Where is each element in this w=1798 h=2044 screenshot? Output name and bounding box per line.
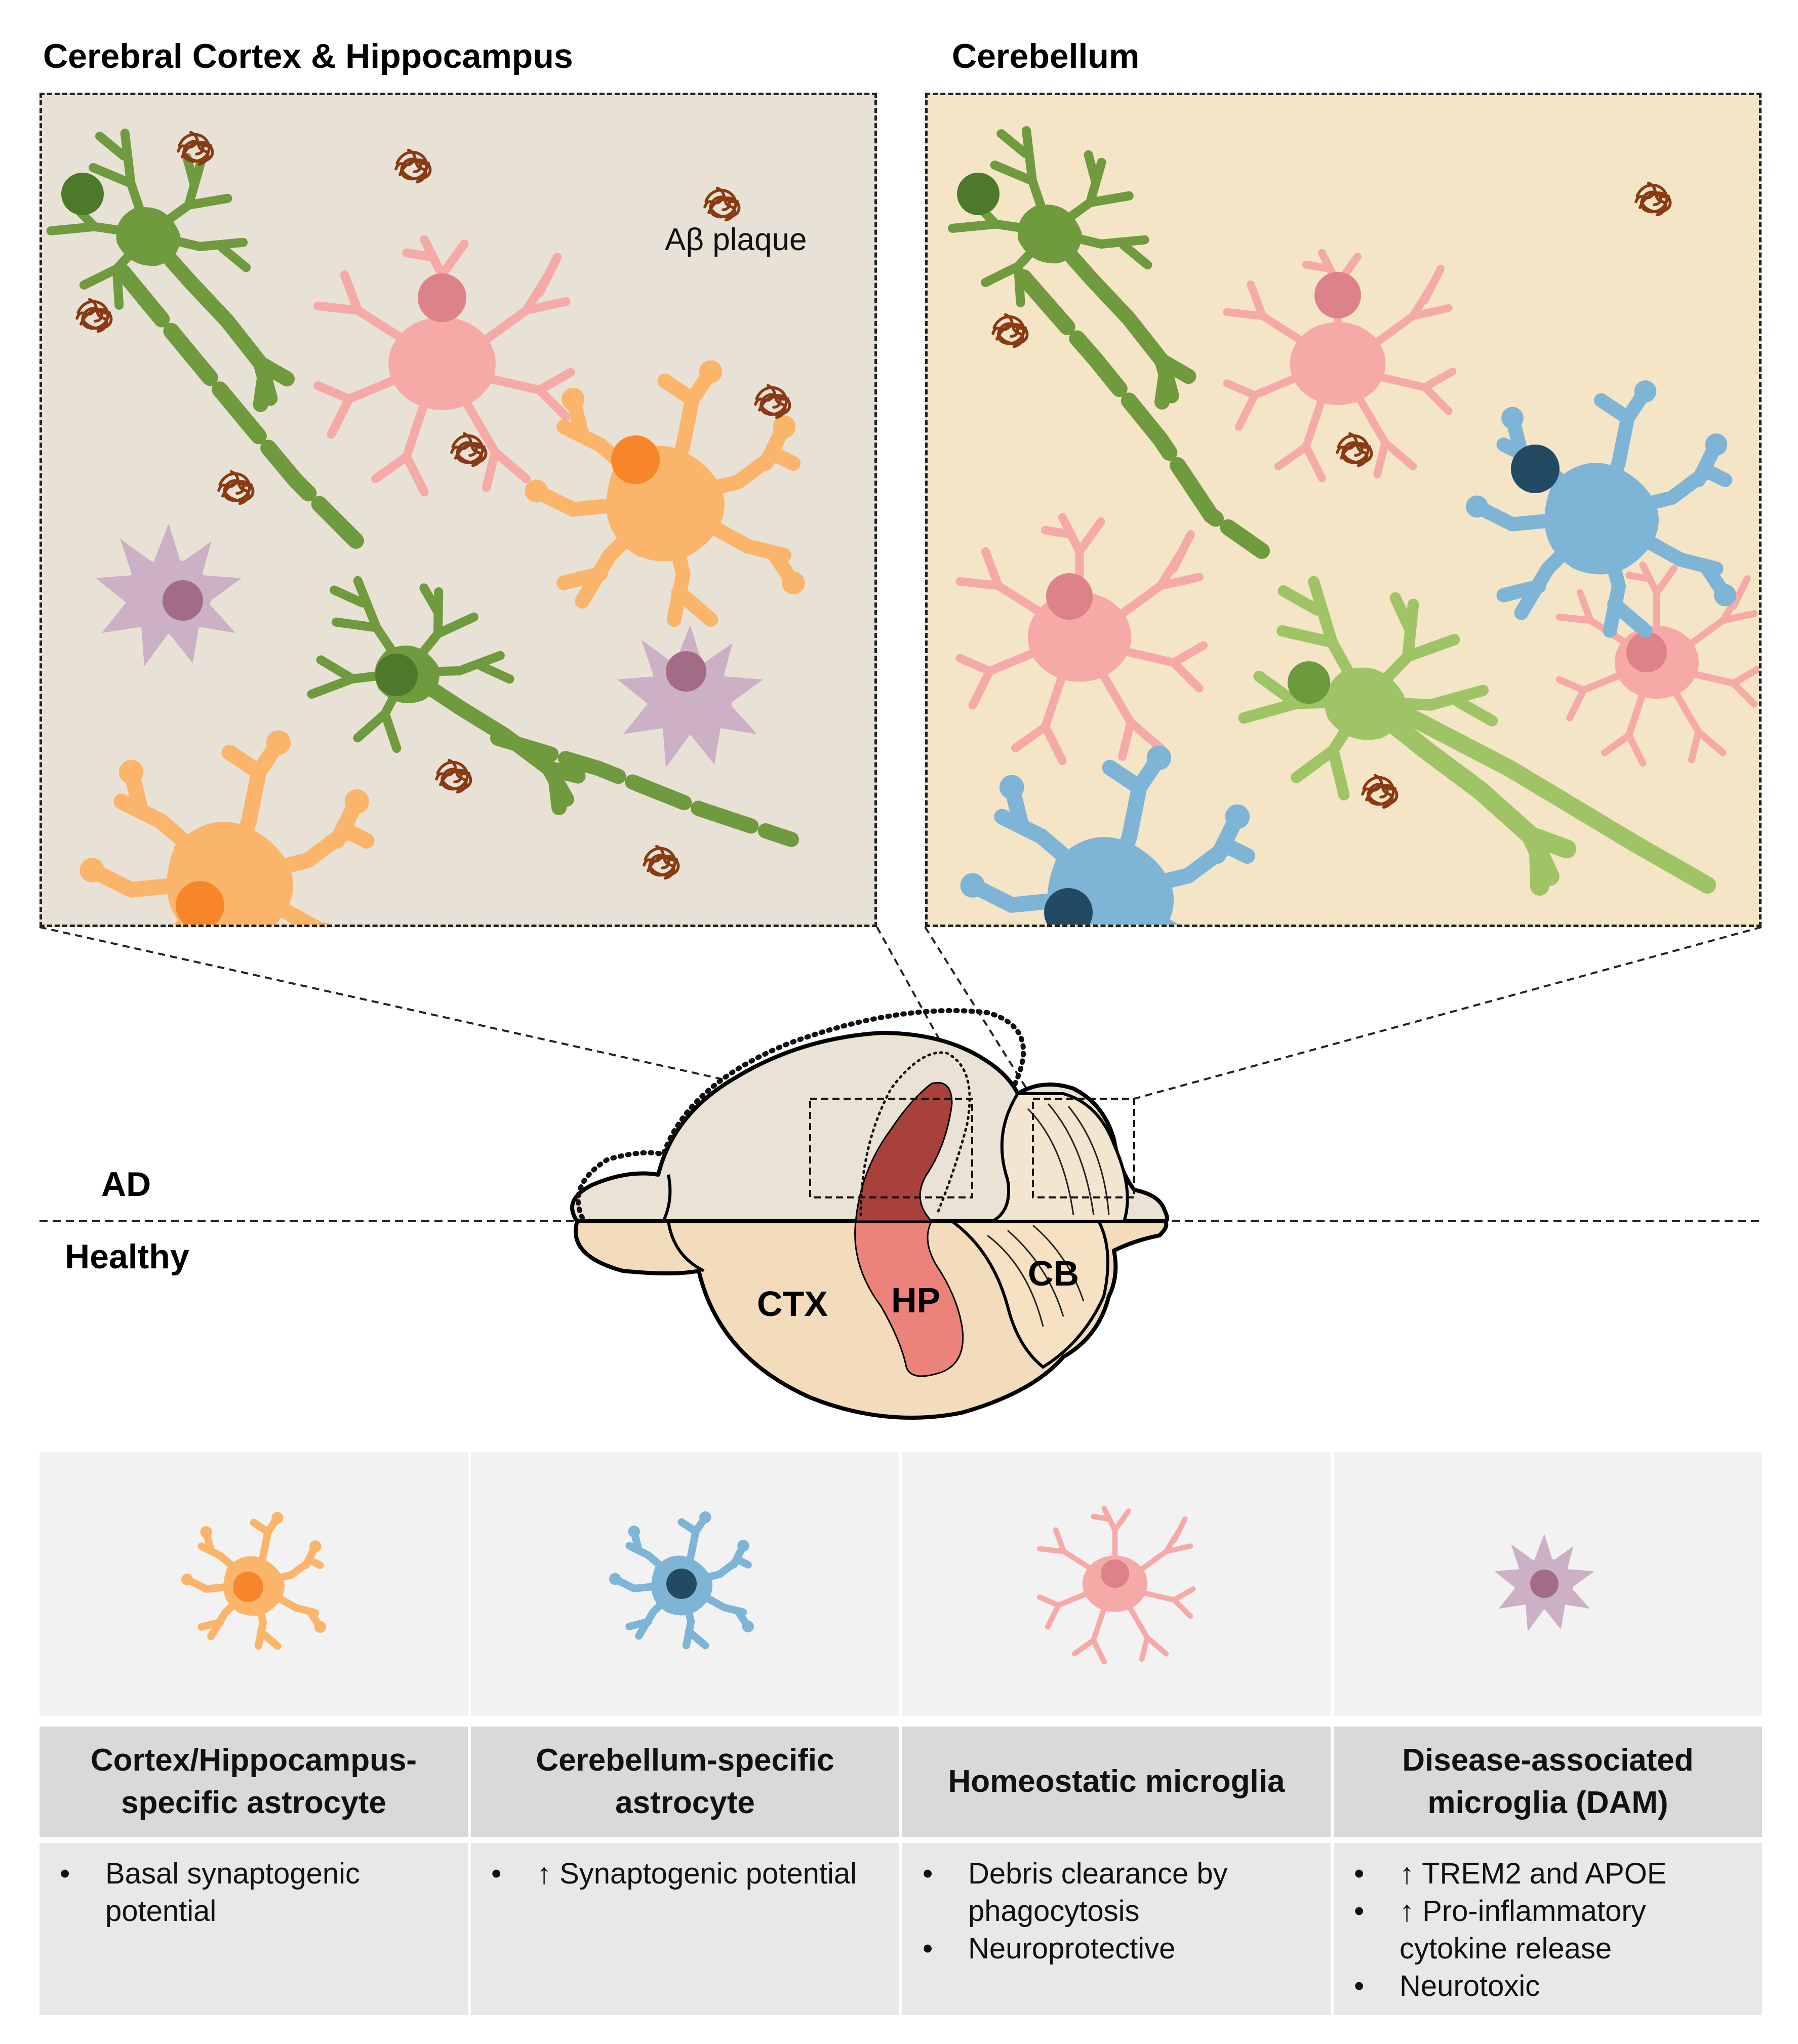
card-body: ↑ Synaptogenic potential (471, 1843, 899, 2015)
cortex-astrocyte-icon (81, 731, 379, 928)
card-body: Basal synaptogenic potential (39, 1843, 468, 2015)
hippocampus-label: HP (891, 1280, 941, 1320)
card-bullet: Debris clearance by phagocytosis (923, 1855, 1310, 1930)
card-body: Debris clearance by phagocytosis Neuropr… (902, 1843, 1331, 2015)
cerebellum-astrocyte-icon (471, 1452, 899, 1716)
neuron-axon (1016, 269, 1270, 559)
card-image-area (902, 1452, 1331, 1716)
neuron-axon (115, 264, 364, 549)
hippocampus-healthy (854, 1220, 964, 1377)
card-bullet: ↑ Synaptogenic potential (491, 1855, 879, 1893)
right-panel-title: Cerebellum (952, 37, 1140, 75)
hippocampus-ad (855, 1082, 953, 1222)
cerebellum-astrocyte-icon (961, 746, 1259, 928)
cerebellum-inset-drawing (928, 95, 1762, 928)
neuron-icon (295, 566, 615, 810)
cerebellum-inset (925, 93, 1762, 927)
card-title: Cortex/Hippocampus-specific astrocyte (39, 1727, 468, 1837)
card-image-area (39, 1452, 468, 1716)
card-bullet: ↑ Pro-inflammatory cytokine release (1354, 1893, 1742, 1968)
cerebellum-astrocyte-icon (1466, 381, 1736, 631)
card-image-area (471, 1452, 899, 1716)
card-bullet: Neuroprotective (923, 1930, 1310, 1968)
brain-diagram (39, 926, 1762, 1420)
ad-label: AD (101, 1165, 151, 1204)
neuron-axon (1375, 694, 1716, 894)
cerebellum-healthy (947, 1220, 1109, 1369)
card-bullet: Basal synaptogenic potential (60, 1855, 448, 1930)
card-image-area (1334, 1452, 1762, 1716)
dam-icon (1495, 1534, 1594, 1631)
card-body: ↑ TREM2 and APOE ↑ Pro-inflammatory cyto… (1334, 1843, 1762, 2015)
amyloid-plaque-label: Aβ plaque (665, 222, 807, 257)
cortex-hippocampus-inset: Aβ plaque (39, 93, 877, 927)
dam-icon (617, 625, 763, 768)
card-bullet: Neurotoxic (1354, 1968, 1742, 2005)
left-panel-title: Cerebral Cortex & Hippocampus (43, 37, 573, 75)
cortex-label: CTX (757, 1284, 828, 1324)
cerebellum-ad (991, 1092, 1129, 1223)
cerebellum-label: CB (1028, 1254, 1080, 1293)
cortex-astrocyte-icon (39, 1452, 468, 1716)
healthy-label: Healthy (65, 1237, 189, 1276)
card-title: Cerebellum-specific astrocyte (471, 1727, 899, 1837)
card-title: Homeostatic microglia (902, 1727, 1331, 1837)
homeostatic-microglia-icon (960, 517, 1204, 761)
homeostatic-microglia-icon (902, 1452, 1331, 1716)
card-title: Disease-associated microglia (DAM) (1334, 1727, 1762, 1837)
neuron-axon (490, 731, 799, 847)
card-bullet: ↑ TREM2 and APOE (1354, 1855, 1742, 1893)
cortex-inset-drawing (42, 95, 877, 928)
